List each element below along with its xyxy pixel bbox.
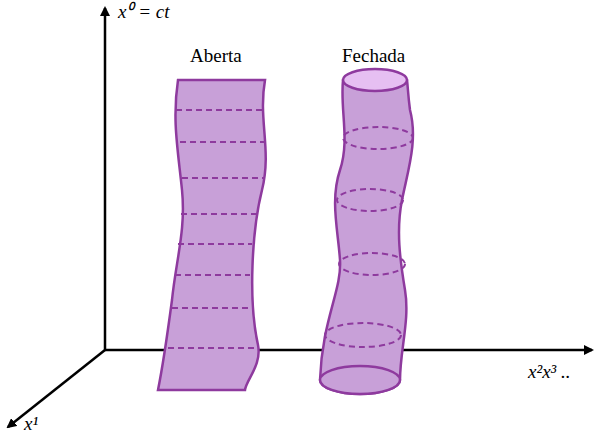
x1-axis bbox=[8, 350, 105, 427]
sheet-label: Fechada bbox=[342, 46, 405, 65]
open-string-slices bbox=[168, 110, 265, 348]
axis-label: x¹ bbox=[24, 414, 38, 433]
closed-string-bottom bbox=[320, 366, 400, 394]
axis-label: x²x³ .. bbox=[528, 362, 571, 381]
closed-string-slices bbox=[325, 127, 413, 347]
sheet-label: Aberta bbox=[190, 46, 242, 65]
time-axis bbox=[104, 8, 107, 350]
open-string-sheet bbox=[158, 80, 266, 390]
closed-string-sheet bbox=[320, 80, 413, 394]
time-axis-label: x⁰ = ct bbox=[118, 2, 169, 21]
closed-string-top bbox=[343, 69, 407, 91]
